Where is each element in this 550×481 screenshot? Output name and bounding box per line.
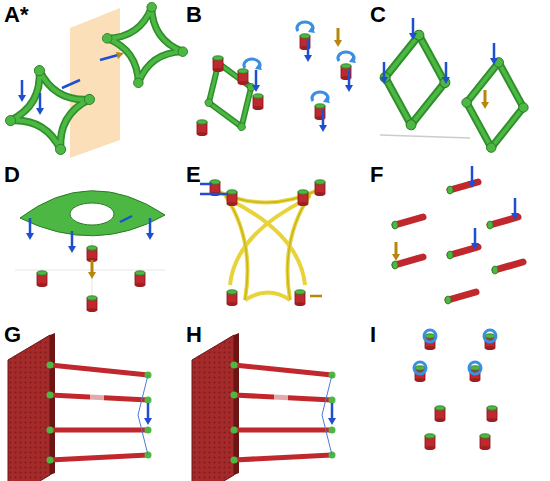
panel-label: D — [4, 164, 20, 186]
panel-label: C — [370, 4, 386, 26]
panel-label: B — [186, 4, 202, 26]
panel-label: G — [4, 324, 21, 346]
panel-label: E — [186, 164, 201, 186]
panel-label: F — [370, 164, 383, 186]
panel-label: I — [370, 324, 376, 346]
panel-label: A* — [4, 4, 28, 26]
panel-label: H — [186, 324, 202, 346]
